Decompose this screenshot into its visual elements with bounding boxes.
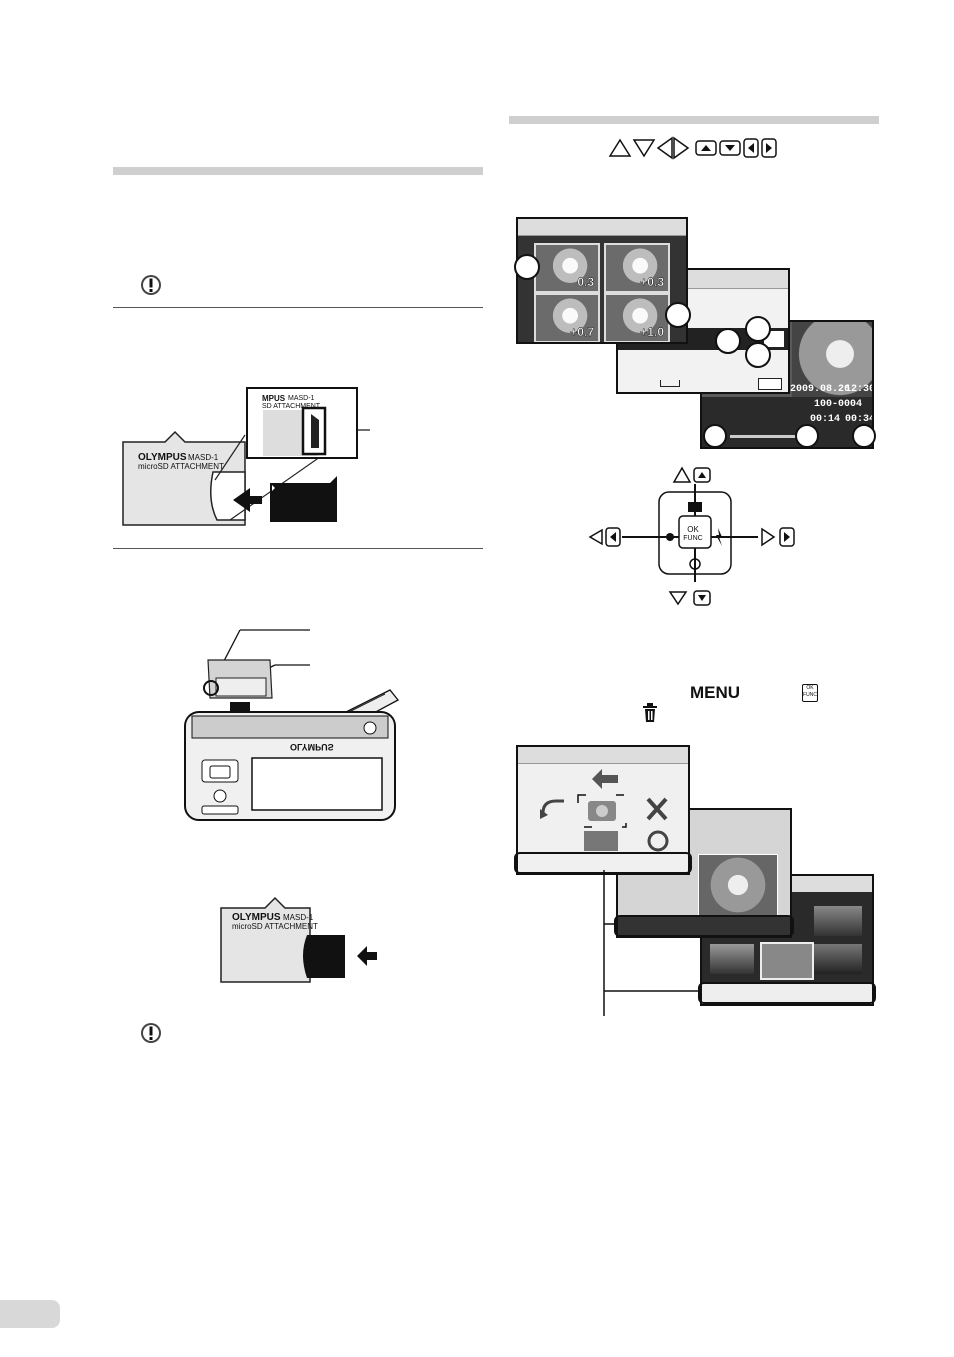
adapter-model: MASD-1 — [188, 453, 219, 462]
movie-file-number: 100-0004 — [814, 399, 863, 410]
zoom-caption-fragment: SD ATTACHMENT — [262, 403, 321, 410]
left-button-ring — [715, 328, 741, 354]
ok-func-icon: OK FUNC — [802, 684, 818, 702]
callout-bracket — [603, 870, 700, 1016]
menu-icons — [540, 769, 669, 852]
adapter-brand-2: OLYMPUS — [232, 912, 281, 923]
divider — [113, 307, 483, 308]
movie-progress-bar[interactable] — [730, 435, 798, 438]
thumbnail[interactable]: +0.3 — [604, 243, 670, 293]
highlight-frame — [614, 915, 794, 937]
func-label: FUNC — [683, 535, 703, 542]
trash-icon — [643, 703, 657, 722]
highlight-frame — [514, 852, 692, 874]
adapter-brand: OLYMPUS — [138, 452, 187, 463]
adapter-model-2: MASD-1 — [283, 913, 314, 922]
forward-button-ring — [795, 424, 819, 448]
adapter-caption-2: microSD ATTACHMENT — [232, 922, 318, 931]
arrow-pad-diagram — [588, 466, 795, 606]
movie-total: 00:34 — [845, 414, 874, 425]
rewind-button-ring — [703, 424, 727, 448]
caution-icon — [141, 275, 161, 295]
left-button-ring — [514, 254, 540, 280]
adapter-caption: microSD ATTACHMENT — [138, 462, 224, 471]
ok-label: OK — [687, 525, 699, 534]
movie-date: 2009.08.26 — [790, 384, 851, 395]
thumbnail[interactable]: +0.7 — [534, 293, 600, 342]
right-button-ring — [665, 302, 691, 328]
camera-card-insert-illustration — [184, 629, 399, 821]
arrow-key-icons — [608, 136, 777, 160]
caution-icon — [141, 1023, 161, 1043]
zoom-model-fragment: MASD-1 — [288, 395, 315, 402]
movie-time: 12:30 — [845, 384, 874, 395]
page-number-tab — [0, 1300, 60, 1328]
thumbnail[interactable]: +1.0 — [604, 293, 670, 342]
highlight-frame — [698, 982, 876, 1004]
thumbnail[interactable]: 0.3 — [534, 243, 600, 293]
section-header-bar — [509, 116, 879, 124]
section-header-bar — [113, 167, 483, 175]
zoom-brand-fragment: MPUS — [262, 394, 286, 403]
microsd-removal-illustration — [220, 896, 377, 983]
volume-button-ring — [852, 424, 876, 448]
divider — [113, 548, 483, 549]
microsd-adapter-illustration — [122, 387, 370, 526]
movie-elapsed: 00:14 — [810, 414, 841, 425]
menu-button-label: MENU — [690, 683, 741, 702]
down-button-ring — [745, 342, 771, 368]
camera-brand: OLYMPUS — [290, 742, 334, 752]
index-playback-screen: 0.3 +0.3 +0.7 +1.0 — [516, 217, 688, 344]
up-button-ring — [745, 316, 771, 342]
